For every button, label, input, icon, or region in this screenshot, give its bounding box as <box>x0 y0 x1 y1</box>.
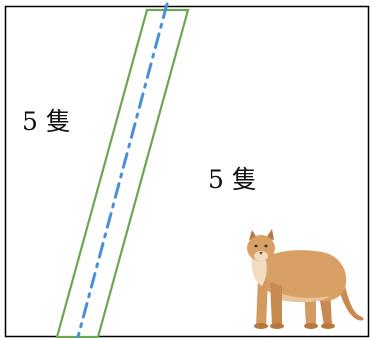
strip-center-line <box>76 2 169 338</box>
cougar-icon <box>247 229 364 329</box>
left-count-label: 5 隻 <box>22 107 71 136</box>
right-count-label: 5 隻 <box>208 165 257 194</box>
